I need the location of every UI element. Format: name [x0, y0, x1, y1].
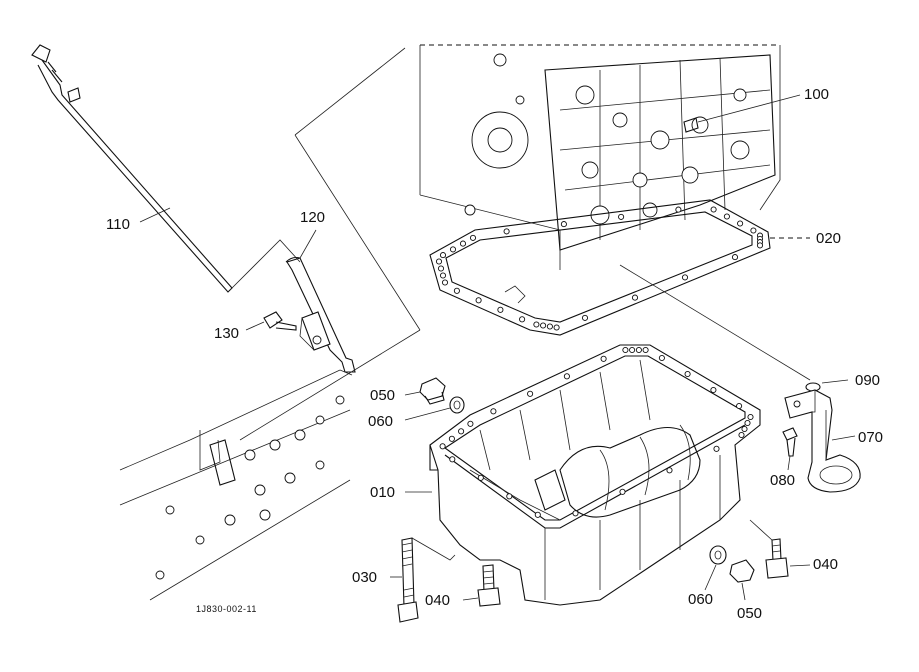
oil-pan-gasket — [429, 199, 771, 336]
flange-bolt-hole — [622, 346, 629, 354]
drain-plug-right — [709, 545, 755, 583]
flange-bolt-hole — [467, 420, 474, 427]
flange-bolt-hole — [738, 431, 745, 439]
flange-bolt-hole — [490, 408, 497, 415]
flange-bolt-hole — [546, 323, 553, 330]
dipstick-guide — [285, 256, 356, 373]
flange-bolt-hole — [458, 428, 465, 435]
flange-bolt-hole — [540, 322, 547, 329]
flange-bolt-hole — [519, 316, 526, 323]
part-label-080: 080 — [770, 472, 796, 489]
part-label-110: 110 — [106, 216, 130, 233]
flange-bolt-hole — [497, 306, 504, 313]
part-label-100: 100 — [804, 86, 830, 103]
oil-strainer — [782, 382, 861, 493]
bolt-130 — [263, 311, 297, 331]
flange-bolt-hole — [681, 274, 689, 281]
flange-bolt-hole — [684, 370, 691, 378]
flange-bolt-hole — [741, 425, 748, 433]
flange-bolt-hole — [619, 488, 626, 495]
part-label-040-left: 040 — [425, 592, 451, 609]
flange-bolt-hole — [533, 321, 540, 328]
flange-bolt-hole — [475, 297, 482, 304]
flange-bolt-hole — [506, 493, 513, 500]
engine-block — [419, 44, 781, 270]
flange-bolt-hole — [736, 402, 743, 410]
flange-bolt-hole — [563, 373, 570, 380]
flange-bolt-hole — [435, 258, 443, 265]
drawing-code: 1J830-002-11 — [196, 604, 257, 614]
flange-bolt-hole — [449, 456, 456, 463]
part-label-040-right: 040 — [813, 556, 839, 573]
flange-bolt-hole — [744, 419, 751, 427]
flange-bolt-hole — [459, 240, 467, 247]
part-label-050-right: 050 — [737, 605, 763, 622]
flange-bolt-hole — [618, 213, 625, 220]
stud-bolt — [397, 537, 419, 623]
part-label-050-left: 050 — [370, 387, 396, 404]
flange-bolt-hole — [439, 443, 446, 450]
flange-bolt-hole — [750, 227, 757, 234]
flange-bolt-hole — [756, 242, 764, 249]
flange-bolt-hole — [713, 445, 720, 452]
flange-bolt-hole — [449, 246, 457, 253]
flange-bolt-hole — [437, 265, 445, 272]
part-label-030: 030 — [352, 569, 378, 586]
flange-bolt-hole — [477, 474, 484, 481]
flange-bolt-hole — [658, 354, 665, 362]
flange-bolt-hole — [675, 206, 682, 213]
flange-bolt-hole — [448, 435, 455, 442]
flange-bolt-hole — [710, 386, 717, 394]
flange-bolt-hole — [439, 252, 447, 259]
flange-bolt-hole — [560, 221, 567, 228]
flange-bolt-hole — [439, 272, 447, 279]
part-label-060-right: 060 — [688, 591, 714, 608]
flange-bolt-hole — [527, 390, 534, 397]
flange-bolt-hole — [642, 346, 649, 354]
bolt-040-left — [477, 564, 501, 607]
part-label-130: 130 — [214, 325, 240, 342]
flange-bolt-hole — [534, 511, 541, 518]
flange-bolt-hole — [553, 324, 560, 331]
part-label-070: 070 — [858, 429, 884, 446]
part-label-020: 020 — [816, 230, 842, 247]
dipstick — [31, 44, 233, 293]
flange-bolt-hole — [503, 228, 510, 235]
leader-lines — [139, 94, 856, 601]
flange-bolt-hole — [600, 355, 607, 362]
flange-bolt-hole — [710, 206, 717, 213]
flange-bolt-hole — [441, 279, 449, 286]
flange-bolt-hole — [635, 346, 642, 354]
flange-bolt-hole — [737, 220, 744, 227]
flange-bolt-hole — [469, 234, 477, 241]
part-label-010: 010 — [370, 484, 396, 501]
crankcase-skirt — [119, 47, 421, 601]
drain-plug-left — [419, 377, 465, 414]
flange-bolt-hole — [572, 510, 579, 517]
part-label-090: 090 — [855, 372, 881, 389]
flange-bolt-hole — [723, 213, 730, 220]
part-label-120: 120 — [300, 209, 326, 226]
flange-bolt-hole — [731, 254, 739, 261]
part-label-060-left: 060 — [368, 413, 394, 430]
flange-bolt-hole — [453, 287, 460, 294]
oil-pan — [429, 344, 761, 606]
bolt-040-right — [765, 538, 789, 579]
flange-bolt-hole — [631, 294, 639, 301]
flange-bolt-hole — [581, 314, 589, 321]
flange-bolt-hole — [629, 346, 636, 354]
flange-bolt-hole — [747, 413, 754, 421]
flange-bolt-hole — [666, 467, 673, 474]
